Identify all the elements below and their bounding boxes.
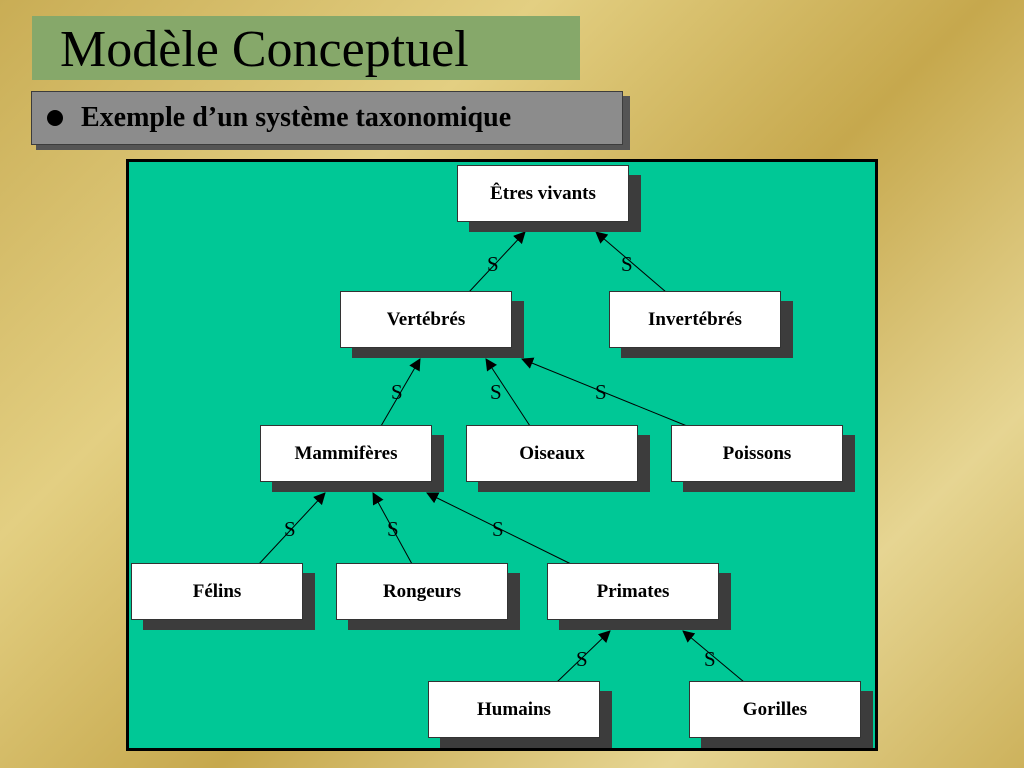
edge-mammiferes-to-vertebres	[380, 358, 421, 427]
node-humains: Humains	[428, 681, 612, 748]
node-label: Mammifères	[260, 425, 432, 482]
edge-poissons-to-vertebres	[521, 357, 688, 427]
edge-label-invertebres: S	[621, 252, 633, 276]
node-gorilles: Gorilles	[689, 681, 873, 748]
edge-label-primates: S	[492, 517, 504, 541]
edge-vertebres-to-etres_vivants	[468, 231, 526, 293]
edge-label-humains: S	[576, 647, 588, 671]
edge-humains-to-primates	[556, 630, 611, 683]
subtitle-banner: Exemple d’un système taxonomique	[31, 91, 623, 145]
subtitle-text: Exemple d’un système taxonomique	[81, 102, 512, 133]
node-label: Vertébrés	[340, 291, 512, 348]
node-label: Êtres vivants	[457, 165, 629, 222]
edge-label-mammiferes: S	[391, 380, 403, 404]
node-poissons: Poissons	[671, 425, 855, 492]
node-rongeurs: Rongeurs	[336, 563, 520, 630]
edge-label-vertebres: S	[487, 252, 499, 276]
node-etres-vivants: Êtres vivants	[457, 165, 641, 232]
node-oiseaux: Oiseaux	[466, 425, 650, 492]
node-label: Gorilles	[689, 681, 861, 738]
edge-felins-to-mammiferes	[258, 492, 326, 565]
node-label: Rongeurs	[336, 563, 508, 620]
node-felins: Félins	[131, 563, 315, 630]
node-label: Invertébrés	[609, 291, 781, 348]
edge-primates-to-mammiferes	[426, 492, 572, 565]
node-invertebres: Invertébrés	[609, 291, 793, 358]
slide-title: Modèle Conceptuel	[60, 21, 469, 78]
node-vertebres: Vertébrés	[340, 291, 524, 358]
edges-layer	[258, 231, 745, 683]
edge-label-gorilles: S	[704, 647, 716, 671]
edge-label-poissons: S	[595, 380, 607, 404]
node-label: Humains	[428, 681, 600, 738]
node-label: Primates	[547, 563, 719, 620]
edge-label-felins: S	[284, 517, 296, 541]
node-mammiferes: Mammifères	[260, 425, 444, 492]
node-label: Félins	[131, 563, 303, 620]
node-label: Oiseaux	[466, 425, 638, 482]
title-banner	[32, 16, 580, 80]
node-primates: Primates	[547, 563, 731, 630]
edge-invertebres-to-etres_vivants	[595, 231, 667, 293]
bullet-icon	[47, 110, 63, 126]
edge-rongeurs-to-mammiferes	[372, 492, 413, 565]
node-label: Poissons	[671, 425, 843, 482]
edge-oiseaux-to-vertebres	[485, 358, 531, 427]
edge-label-rongeurs: S	[387, 517, 399, 541]
diagram-panel: S S S S S S S S S S Êtres vivants Vertébrés Inver…	[126, 159, 878, 751]
edge-label-oiseaux: S	[490, 380, 502, 404]
edge-gorilles-to-primates	[682, 630, 745, 683]
